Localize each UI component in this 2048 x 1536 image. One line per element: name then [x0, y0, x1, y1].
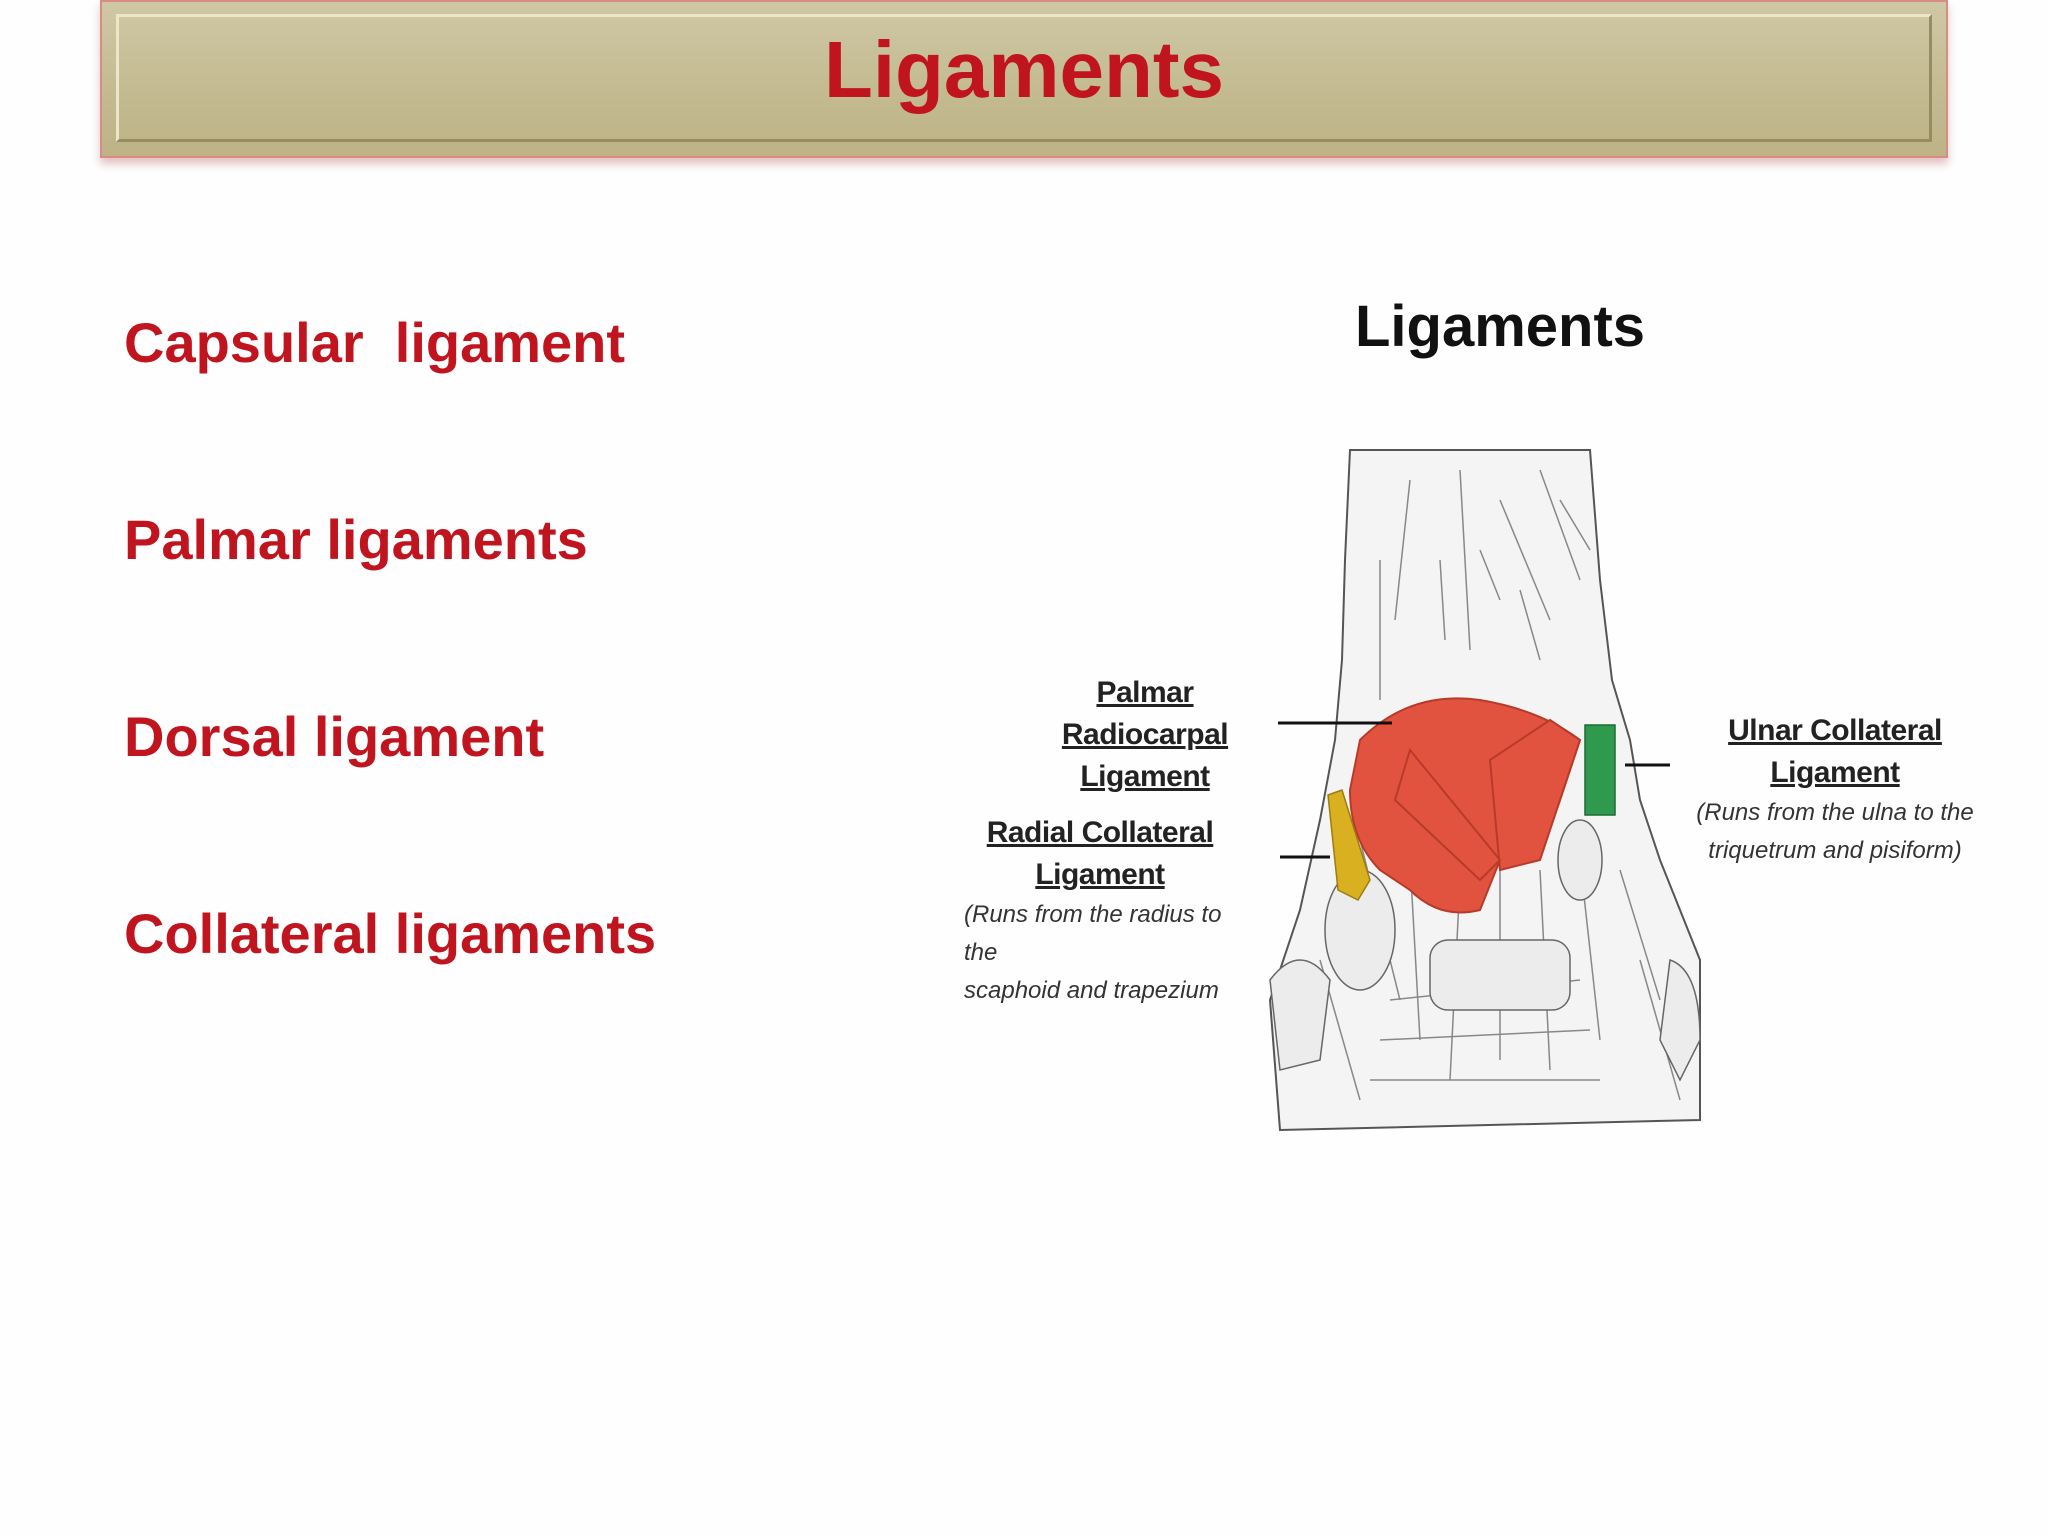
radial-collateral-note-2: scaphoid and trapezium	[964, 977, 1219, 1004]
list-item: Palmar ligaments	[124, 508, 588, 571]
radial-collateral-ligament	[1327, 789, 1371, 901]
ulnar-collateral-label: Ulnar Collateral Ligament (Runs from the…	[1675, 710, 1995, 870]
ulnar-collateral-note-2: triquetrum and pisiform)	[1708, 837, 1962, 864]
radial-collateral-label: Radial Collateral Ligament (Runs from th…	[940, 812, 1260, 1010]
list-item: Collateral ligaments	[124, 902, 657, 965]
radial-collateral-note-1: (Runs from the radius to the	[964, 901, 1222, 966]
wrist-ligament-diagram: Palmar Radiocarpal Ligament Ulnar Collat…	[940, 440, 2000, 1160]
slide-title: Ligaments	[823, 25, 1225, 114]
palmar-radiocarpal-ligament	[1348, 697, 1582, 914]
ulnar-collateral-ligament	[1584, 724, 1616, 816]
list-item: Dorsal ligament	[124, 705, 545, 768]
palmar-radiocarpal-title-2: Ligament	[1080, 760, 1210, 793]
figure-title: Ligaments	[1354, 294, 1646, 359]
list-item: Capsular ligament	[124, 311, 626, 374]
wrist-illustration	[1268, 449, 1701, 1132]
ulnar-collateral-title: Ulnar Collateral Ligament	[1728, 714, 1942, 789]
ulnar-collateral-note-1: (Runs from the ulna to the	[1696, 799, 1974, 826]
title-banner: Ligaments	[100, 0, 1948, 158]
ligament-list: Capsular ligament Palmar ligaments Dorsa…	[124, 305, 656, 1093]
palmar-radiocarpal-title-1: Palmar Radiocarpal	[1061, 676, 1229, 751]
title-banner-bevel	[116, 14, 1932, 142]
palmar-radiocarpal-label: Palmar Radiocarpal Ligament	[1015, 672, 1275, 798]
radial-collateral-title: Radial Collateral Ligament	[986, 816, 1214, 891]
